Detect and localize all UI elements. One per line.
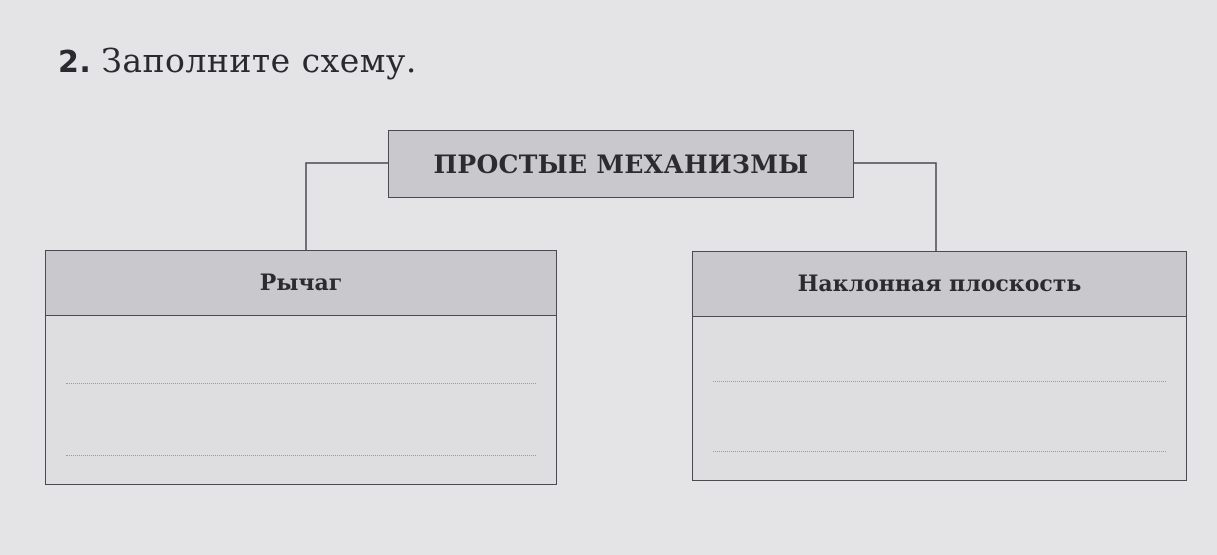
answer-line[interactable] — [66, 455, 536, 456]
connector-right — [854, 162, 937, 251]
answer-line[interactable] — [713, 381, 1166, 382]
scheme-root-box: ПРОСТЫЕ МЕХАНИЗМЫ — [388, 130, 854, 198]
task-instruction: Заполните схему. — [101, 41, 417, 80]
connector-left — [305, 162, 388, 250]
branch-card-title: Наклонная плоскость — [797, 271, 1082, 297]
task-number: 2. — [58, 45, 92, 80]
branch-card-title: Рычаг — [259, 270, 343, 296]
task-heading: 2. Заполните схему. — [58, 44, 417, 78]
scheme-root-label: ПРОСТЫЕ МЕХАНИЗМЫ — [433, 149, 809, 179]
branch-card-lever: Рычаг — [45, 250, 557, 485]
branch-card-inclined-plane: Наклонная плоскость — [692, 251, 1187, 481]
branch-card-header: Наклонная плоскость — [693, 252, 1186, 317]
answer-line[interactable] — [713, 451, 1166, 452]
branch-card-header: Рычаг — [46, 251, 556, 316]
answer-line[interactable] — [66, 383, 536, 384]
